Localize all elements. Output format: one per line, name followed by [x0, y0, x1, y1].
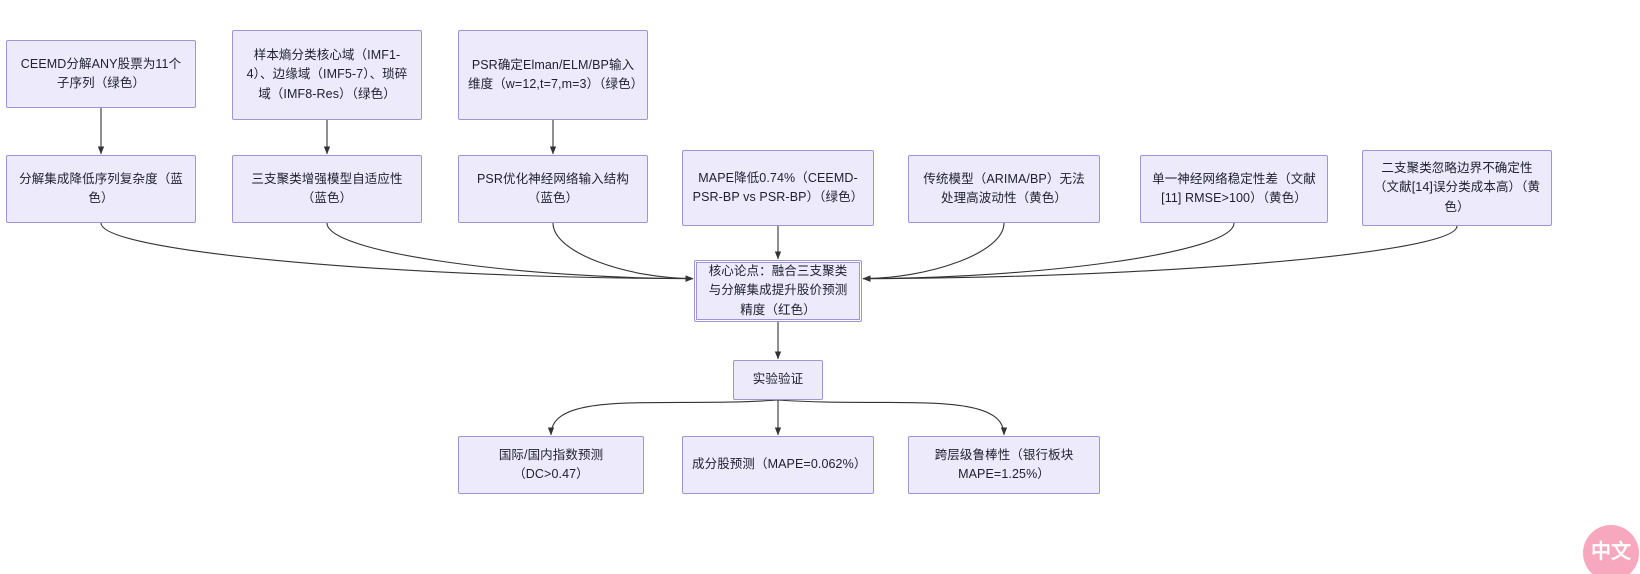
- edge-n10-n11: [863, 226, 1457, 279]
- watermark-badge: 中文: [1583, 525, 1639, 574]
- edge-n4-n11: [101, 223, 693, 279]
- experiment-validation-node[interactable]: 实验验证: [733, 360, 823, 400]
- node-label: 传统模型（ARIMA/BP）无法处理高波动性（黄色）: [918, 170, 1090, 209]
- constituent-stock-forecast-node[interactable]: 成分股预测（MAPE=0.062%）: [682, 436, 874, 494]
- edge-n12-n15: [778, 400, 1004, 435]
- psr-input-dimension-node[interactable]: PSR确定Elman/ELM/BP输入维度（w=12,t=7,m=3）（绿色）: [458, 30, 648, 120]
- edge-n12-n13: [551, 400, 778, 435]
- node-label: 分解集成降低序列复杂度（蓝色）: [16, 170, 186, 209]
- node-label: 样本熵分类核心域（IMF1-4）、边缘域（IMF5-7）、琐碎域（IMF8-Re…: [242, 46, 412, 104]
- node-label: PSR优化神经网络输入结构（蓝色）: [468, 170, 638, 209]
- edge-n8-n11: [863, 223, 1004, 279]
- node-label: 核心论点：融合三支聚类与分解集成提升股价预测精度（红色）: [706, 262, 850, 320]
- edge-n9-n11: [863, 223, 1234, 279]
- node-label: MAPE降低0.74%（CEEMD-PSR-BP vs PSR-BP）（绿色）: [692, 169, 864, 208]
- psr-optimize-network-node[interactable]: PSR优化神经网络输入结构（蓝色）: [458, 155, 648, 223]
- sample-entropy-node[interactable]: 样本熵分类核心域（IMF1-4）、边缘域（IMF5-7）、琐碎域（IMF8-Re…: [232, 30, 422, 120]
- ceemd-decompose-node[interactable]: CEEMD分解ANY股票为11个子序列（绿色）: [6, 40, 196, 108]
- decompose-reduce-complexity-node[interactable]: 分解集成降低序列复杂度（蓝色）: [6, 155, 196, 223]
- node-label: CEEMD分解ANY股票为11个子序列（绿色）: [16, 55, 186, 94]
- node-label: 二支聚类忽略边界不确定性（文献[14]误分类成本高）（黄色）: [1372, 159, 1542, 217]
- node-label: PSR确定Elman/ELM/BP输入维度（w=12,t=7,m=3）（绿色）: [468, 56, 638, 95]
- node-label: 国际/国内指数预测（DC>0.47）: [468, 446, 634, 485]
- edge-n5-n11: [327, 223, 693, 279]
- watermark-text: 中文: [1591, 542, 1631, 563]
- core-thesis-node[interactable]: 核心论点：融合三支聚类与分解集成提升股价预测精度（红色）: [694, 260, 862, 322]
- cross-level-robustness-node[interactable]: 跨层级鲁棒性（银行板块MAPE=1.25%）: [908, 436, 1100, 494]
- two-way-clustering-boundary-node[interactable]: 二支聚类忽略边界不确定性（文献[14]误分类成本高）（黄色）: [1362, 150, 1552, 226]
- edge-n6-n11: [553, 223, 693, 279]
- three-way-clustering-adaptivity-node[interactable]: 三支聚类增强模型自适应性（蓝色）: [232, 155, 422, 223]
- node-label: 成分股预测（MAPE=0.062%）: [692, 455, 864, 474]
- single-network-instability-node[interactable]: 单一神经网络稳定性差（文献[11] RMSE>100）（黄色）: [1140, 155, 1328, 223]
- node-label: 实验验证: [743, 370, 813, 389]
- node-label: 三支聚类增强模型自适应性（蓝色）: [242, 170, 412, 209]
- traditional-model-limit-node[interactable]: 传统模型（ARIMA/BP）无法处理高波动性（黄色）: [908, 155, 1100, 223]
- index-forecast-result-node[interactable]: 国际/国内指数预测（DC>0.47）: [458, 436, 644, 494]
- node-label: 单一神经网络稳定性差（文献[11] RMSE>100）（黄色）: [1150, 170, 1318, 209]
- node-label: 跨层级鲁棒性（银行板块MAPE=1.25%）: [918, 446, 1090, 485]
- mape-reduction-node[interactable]: MAPE降低0.74%（CEEMD-PSR-BP vs PSR-BP）（绿色）: [682, 150, 874, 226]
